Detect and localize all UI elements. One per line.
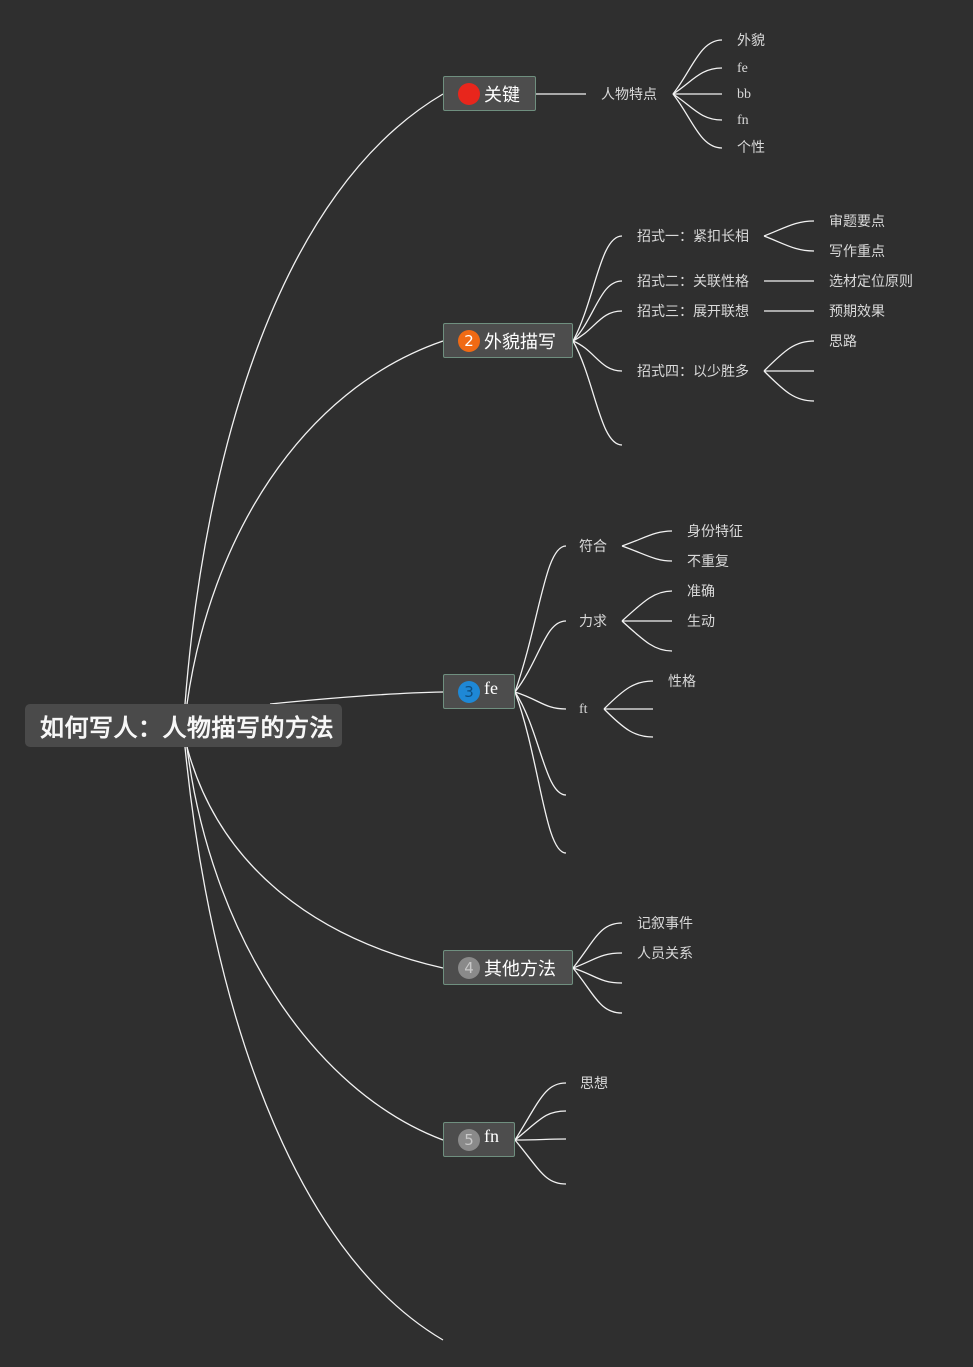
leaf-shengdong[interactable]: 生动 [687,614,715,630]
connector-topic2-zs1 [572,235,623,342]
root-topic-label: 如何写人：人物描写的方法 [40,714,334,742]
subtopic-jixu[interactable]: 记叙事件 [637,916,693,932]
connector-topic4-empty2 [572,967,623,1014]
topic-5[interactable]: 5 fn [443,1122,515,1157]
topic-3-label: fe [484,678,498,698]
leaf-gexing[interactable]: 个性 [737,140,765,156]
leaf-buchongfu[interactable]: 不重复 [687,554,729,570]
connector-topic5-empty1 [514,1110,567,1141]
connector-topic3-liqiu [514,620,567,693]
connector-topic3-fuhe [514,545,567,693]
connector-root-topic2 [186,340,444,705]
connector-topic4-renyuan [572,952,623,969]
leaf-fn[interactable]: fn [737,113,749,128]
leaf-silu[interactable]: 思路 [829,334,857,350]
priority-3-icon: 3 [458,680,480,703]
connector-renwu-fn [672,93,723,121]
connector-liqiu-empty [621,620,673,652]
topic-1[interactable]: 1 关键 [443,76,536,111]
connector-zs1-shenti [763,220,815,237]
connector-liqiu-zhunque [621,590,673,622]
leaf-zhunque[interactable]: 准确 [687,584,715,600]
priority-4-icon: 4 [458,956,480,979]
subtopic-ft[interactable]: ft [579,702,588,717]
priority-1-icon: 1 [458,82,480,105]
connector-root-topic6 [184,746,444,1341]
topic-3[interactable]: 3 fe [443,674,515,709]
connector-topic2-zs3 [572,310,623,342]
root-topic[interactable]: 如何写人：人物描写的方法 [25,704,342,747]
topic-5-label: fn [484,1126,499,1146]
priority-5-icon: 5 [458,1128,480,1151]
subtopic-fuhe[interactable]: 符合 [579,539,607,555]
connector-renwu-waimao [672,39,723,95]
connector-root-topic4 [186,746,444,969]
connector-topic5-empty2 [514,1138,567,1141]
subtopic-zhaoshi-2[interactable]: 招式二：关联性格 [637,274,749,290]
subtopic-sixiang[interactable]: 思想 [580,1076,608,1092]
priority-2-icon: 2 [458,329,480,352]
subtopic-zhaoshi-4[interactable]: 招式四：以少胜多 [637,364,749,380]
connector-topic2-empty [572,340,623,446]
subtopic-liqiu[interactable]: 力求 [579,614,607,630]
leaf-shenfen[interactable]: 身份特征 [687,524,743,540]
connector-topic3-empty1 [514,691,567,796]
topic-4-label: 其他方法 [484,958,556,980]
connector-zs4-empty2 [763,370,815,402]
subtopic-zhaoshi-3[interactable]: 招式三：展开联想 [637,304,749,320]
leaf-xuancai[interactable]: 选材定位原则 [829,274,913,290]
connector-root-topic3 [269,691,444,705]
leaf-waimao[interactable]: 外貌 [737,33,765,49]
connector-topic2-zs4 [572,340,623,372]
connector-ft-empty2 [603,708,654,738]
leaf-yuqi[interactable]: 预期效果 [829,304,885,320]
topic-2-label: 外貌描写 [484,331,556,353]
topic-2[interactable]: 2 外貌描写 [443,323,573,358]
leaf-xiezuo[interactable]: 写作重点 [829,244,885,260]
connector-topic5-sixiang [514,1082,567,1141]
connector-topic3-empty2 [514,691,567,854]
connector-root-topic1 [184,93,444,705]
connector-topic5-empty3 [514,1139,567,1185]
connector-topic4-jixu [572,922,623,969]
topic-1-label: 关键 [484,84,520,106]
connector-zs1-xiezuo [763,235,815,252]
connector-fuhe-buchongfu [621,545,673,562]
leaf-fe[interactable]: fe [737,61,748,76]
connector-topic2-zs2 [572,280,623,342]
connector-root-topic5 [186,746,444,1141]
subtopic-renwu[interactable]: 人物特点 [601,87,657,103]
leaf-shenti[interactable]: 审题要点 [829,214,885,230]
subtopic-zhaoshi-1[interactable]: 招式一：紧扣长相 [637,229,749,245]
connector-ft-xingge [603,680,654,710]
leaf-bb[interactable]: bb [737,87,751,102]
topic-4[interactable]: 4 其他方法 [443,950,573,985]
leaf-xingge[interactable]: 性格 [668,674,696,690]
connector-zs4-silu [763,340,815,372]
connector-renwu-fe [672,67,723,95]
connector-renwu-gexing [672,93,723,149]
connector-topic3-ft [514,691,567,710]
connector-topic4-empty1 [572,967,623,984]
subtopic-renyuan[interactable]: 人员关系 [637,946,693,962]
connector-fuhe-shenfen [621,530,673,547]
